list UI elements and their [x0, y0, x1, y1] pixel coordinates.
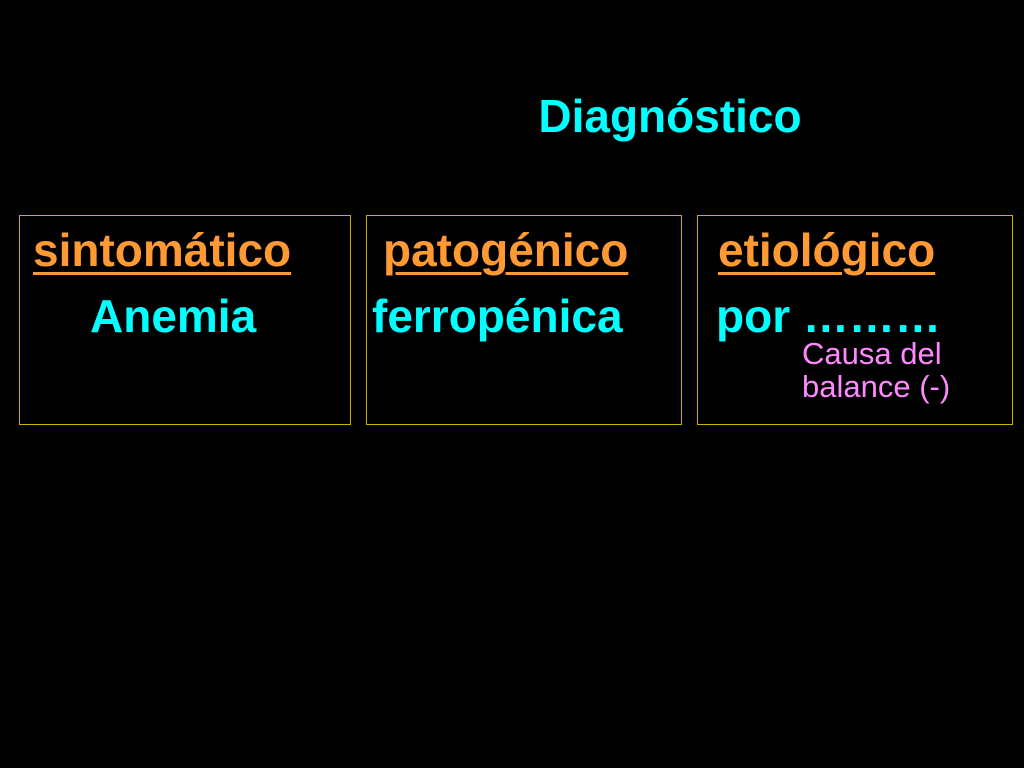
etiology-note-line-1: Causa del: [802, 336, 942, 371]
etiology-note: Causa del balance (-): [802, 337, 1012, 403]
column-heading-patogenico: patogénico: [383, 224, 629, 276]
slide-title: Diagnóstico: [538, 90, 802, 142]
column-box-sintomatico: [19, 215, 351, 425]
column-box-patogenico: [366, 215, 682, 425]
column-box-etiologico: [697, 215, 1013, 425]
column-heading-sintomatico: sintomático: [33, 224, 292, 276]
etiology-note-line-2: balance (-): [802, 369, 951, 404]
column-value-sintomatico: Anemia: [90, 290, 257, 342]
column-heading-etiologico: etiológico: [718, 224, 936, 276]
column-value-patogenico: ferropénica: [372, 290, 623, 342]
column-value-etiologico: por ………: [716, 290, 941, 342]
